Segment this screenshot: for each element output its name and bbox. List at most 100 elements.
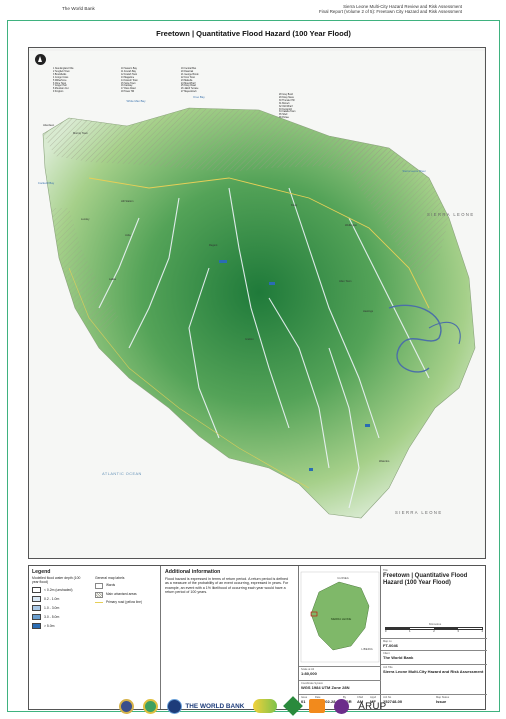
label-juba: Juba — [125, 234, 131, 237]
inset-label-liberia: LIBERIA — [361, 647, 373, 651]
label-cockerill-bay: Cockerill Bay — [37, 181, 55, 185]
tb-value: AM — [357, 699, 364, 704]
reservoir-2 — [269, 282, 275, 285]
tb-label: Client — [383, 652, 390, 655]
arup-wordmark: ARUP — [358, 700, 387, 712]
world-bank-logo: THE WORLD BANK — [167, 698, 245, 714]
ward-label: 33 Kuntorloh — [279, 108, 293, 111]
tb-label: Job Title — [383, 666, 393, 669]
ward-label: 13 Magazine — [121, 76, 135, 79]
ward-label: 35 Shell — [279, 114, 288, 117]
additional-info-column: Additional information Flood hazard is e… — [161, 566, 299, 709]
legend-subtitle: Modelled flood water depth (100 year flo… — [32, 576, 81, 584]
coastal-road — [68, 267, 310, 489]
legend-item-label: > 5.0m — [44, 624, 55, 628]
ward-list-4: 28 Grey Bush 29 Kissy Mess 30 Thunder Hi… — [279, 94, 295, 120]
ward-label: 25 Kissy Road — [181, 85, 196, 88]
ward-label: 5 Wilberforce — [53, 79, 67, 82]
scale-tick: 2 — [433, 629, 435, 633]
tb-job-title: Job Title Sierra Leone Multi-City Hazard… — [381, 664, 487, 694]
tb-value: Sierra Leone Multi-City Hazard and Risk … — [383, 669, 484, 674]
ward-label: 1 New England Ville — [53, 68, 74, 70]
scale-bar: Kilometres 0 1 2 3 4 — [385, 622, 483, 633]
ward-label: 30 Thunder Hill — [279, 99, 295, 102]
ward-label: 21 George Brook — [181, 73, 199, 76]
additional-info-text: Flood hazard is expressed in terms of re… — [165, 577, 289, 595]
ward-list-2: 10 Susan's Bay 11 Fourah Bay 12 Foulah T… — [121, 68, 138, 94]
label-kroo-bay: Kroo Bay — [193, 95, 205, 99]
purple-logo-icon — [334, 698, 350, 714]
reservoir-4 — [309, 468, 313, 471]
tb-value: Issue — [436, 699, 447, 704]
legend-item-label: 1.0 - 3.0m — [44, 606, 60, 610]
map-frame: Freetown | Quantitative Flood Hazard (10… — [7, 20, 500, 712]
tb-label: Coordinate System — [301, 682, 324, 685]
estuary-river — [388, 304, 442, 373]
legend-item: 3.0 - 5.0m — [32, 614, 91, 620]
inset-freetown-marker — [310, 611, 318, 617]
scale-bar-segments — [385, 627, 483, 630]
scale-ticks: 0 1 2 3 4 — [385, 630, 483, 633]
ward-label: 6 Cline Town — [53, 82, 67, 85]
inset-column: GUINEA SIERRA LEONE LIBERIA Scale at A3 … — [299, 566, 381, 709]
swatch-3 — [32, 614, 41, 620]
map-title: Freetown | Quantitative Flood Hazard (10… — [156, 29, 351, 38]
scale-bar-label: Kilometres — [428, 623, 442, 626]
globe-icon — [167, 698, 183, 714]
tb-value: 2018-02-28 — [315, 699, 336, 704]
urban-hatch-west — [51, 208, 119, 338]
tb-label: Issue — [301, 696, 308, 699]
world-bank-wordmark: THE WORLD BANK — [185, 702, 245, 710]
label-lumley: Lumley — [81, 218, 90, 221]
legend-item-label: < 0.2m (unshaded) — [44, 588, 73, 592]
seal-logo-icon — [119, 698, 135, 714]
ward-label: 23 Mabella — [181, 79, 193, 82]
ward-label: 29 Kissy Mess — [279, 96, 294, 99]
urban-hatch-north — [43, 108, 409, 174]
ward-label: 16 Kanikay — [121, 85, 133, 88]
map-area[interactable]: 1 New England Ville 2 Tengbeh Town 3 Bro… — [28, 47, 486, 559]
inset-label-guinea: GUINEA — [337, 576, 349, 580]
scale-tick: 1 — [409, 629, 411, 633]
tb-coord: Coordinate System WGS 1984 UTM Zone 28N — [299, 680, 381, 694]
ward-label: 2 Tengbeh Town — [53, 70, 70, 73]
scale-seg — [458, 628, 482, 629]
ward-label: 28 Grey Bush — [279, 94, 294, 96]
ward-label: 24 Moa Wharf — [181, 82, 196, 85]
square-logo-icon — [309, 699, 326, 713]
ward-label: 7 Ginger Hall — [53, 85, 67, 88]
tb-map-no: Map no FT-0046 — [381, 638, 487, 650]
legend-item: > 5.0m — [32, 623, 91, 629]
creek-east — [428, 321, 461, 345]
scale-seg — [386, 628, 410, 629]
scale-tick: 4 — [481, 629, 483, 633]
label-atlantic-ocean: ATLANTIC OCEAN — [102, 472, 142, 476]
tb-value: 1:80,000 — [301, 671, 317, 676]
legend-title: Legend — [32, 569, 51, 575]
swatch-1 — [32, 596, 41, 602]
tb-label: Job No — [383, 696, 392, 699]
ward-list-3: 19 Central Bus 20 Dwarzak 21 George Broo… — [181, 68, 199, 94]
scale-seg — [410, 628, 434, 629]
tb-value: MF — [370, 699, 376, 704]
reservoir-3 — [365, 424, 370, 427]
ward-label: 36 Portee — [279, 117, 289, 120]
ward-label: 14 Kossoh Town — [121, 79, 138, 82]
label-hill-station: Hill Station — [121, 200, 134, 203]
ward-label: 19 Central Bus — [181, 68, 197, 70]
ward-label: 32 Old Wharf — [279, 105, 293, 108]
swatch-4 — [32, 623, 41, 629]
general-labels-legend: General map labels Wards Main urbanised … — [93, 574, 159, 605]
tb-label: Scale at A3 — [301, 668, 315, 671]
page-header-right: Sierra Leone Multi-City Hazard Review an… — [319, 4, 462, 15]
legend-item: 0.2 - 1.0m — [32, 596, 91, 602]
label-sierra-leone-south: SIERRA LEONE — [395, 510, 443, 515]
ward-label: 3 Brookfields — [53, 73, 67, 76]
ward-label: 12 Foulah Town — [121, 73, 138, 76]
tb-value: 252748-00 — [383, 699, 403, 704]
coat-of-arms-icon — [143, 698, 159, 714]
